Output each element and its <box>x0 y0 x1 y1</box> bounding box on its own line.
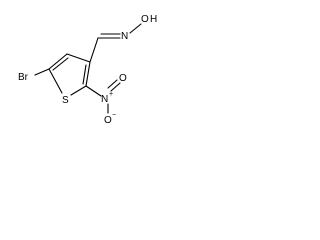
atom-nitro-oxygen-bottom: O <box>104 115 112 126</box>
bond-c5-c4 <box>48 53 68 70</box>
bond-c4-c3 <box>66 53 91 63</box>
bond-c3-c2 <box>85 61 91 87</box>
bond-n-o-top-double <box>107 79 118 89</box>
atom-sulfur: S <box>62 95 69 106</box>
atom-nitro-oxygen-top: O <box>119 73 127 84</box>
structure-canvas: Br S N + O O − N O H <box>0 0 176 131</box>
bond-c3-ch <box>89 37 99 63</box>
atom-oxime-nitrogen: N <box>121 31 128 42</box>
atom-oxime-oxygen: O <box>141 14 149 25</box>
chemical-structure: Br S N + O O − N O H <box>18 14 157 126</box>
bond-c3-c2-inner <box>82 64 87 85</box>
bond-s-c5 <box>48 68 63 94</box>
atom-oxime-hydrogen: H <box>150 14 157 25</box>
bond-c5-br <box>34 68 50 76</box>
nitro-charge-minus: − <box>112 112 116 119</box>
bond-n-o <box>129 23 142 34</box>
atom-bromine: Br <box>18 72 29 83</box>
bond-c2-s <box>70 85 87 96</box>
atom-nitro-nitrogen: N <box>101 94 108 105</box>
nitro-charge-plus: + <box>109 91 113 98</box>
bond-n-o-top <box>110 82 121 92</box>
bond-c2-n <box>85 85 102 97</box>
bond-c5-c4-inner <box>52 57 69 71</box>
